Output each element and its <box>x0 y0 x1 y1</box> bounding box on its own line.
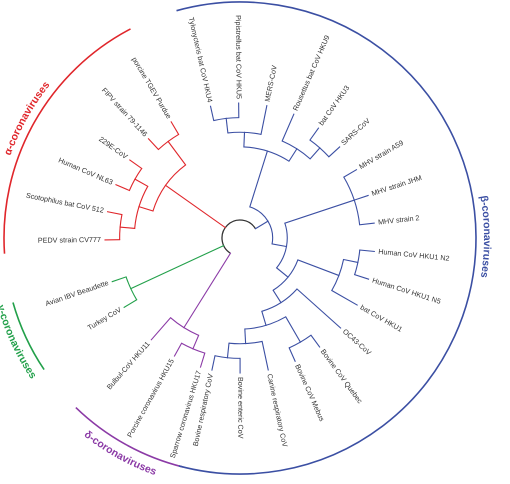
leaf-branch <box>309 127 320 141</box>
leaf-branch <box>353 274 370 280</box>
internal-branch <box>192 334 200 350</box>
leaf-branch <box>129 159 143 170</box>
leaf-branch <box>199 352 206 368</box>
internal-branch <box>284 199 355 224</box>
gamma-group-arc <box>12 302 45 371</box>
alpha-group-arc <box>3 28 131 254</box>
leaf-branch <box>281 113 295 142</box>
internal-branch <box>164 184 227 229</box>
delta-group-arc <box>75 406 184 468</box>
clade-arc <box>244 316 287 330</box>
clade-arc <box>272 259 299 291</box>
internal-branch <box>130 244 225 290</box>
leaf-branch <box>261 340 269 371</box>
leaf-branch <box>343 168 358 178</box>
leaf-branch <box>173 342 183 357</box>
internal-branch <box>288 148 298 162</box>
internal-branch <box>275 267 289 278</box>
clade-arc <box>134 186 149 229</box>
internal-branch <box>297 259 340 277</box>
leaf-branch <box>260 105 268 136</box>
leaf-branch <box>150 316 172 341</box>
clade-arc <box>276 222 288 269</box>
leaf-branch <box>170 121 180 136</box>
beta-group-label: β-coronaviruses <box>477 195 493 279</box>
beta-group-arc <box>176 1 477 475</box>
internal-branch <box>134 178 149 188</box>
internal-branch <box>225 117 229 134</box>
clade-arc <box>152 164 186 212</box>
internal-branch <box>284 316 302 343</box>
taxon-label: Bovine enteric CoV <box>236 377 245 439</box>
leaf-branch <box>296 288 342 329</box>
tree-branches <box>104 102 375 374</box>
leaf-branch <box>359 249 375 253</box>
group-arcs <box>3 1 477 475</box>
taxon-label: PEDV strain CV777 <box>38 235 101 245</box>
internal-branch <box>226 342 230 359</box>
internal-branch <box>254 220 269 230</box>
root-arc <box>221 219 256 254</box>
internal-branch <box>183 252 232 329</box>
leaf-branch <box>288 347 296 362</box>
leaf-branch <box>310 334 321 348</box>
internal-branch <box>272 289 282 304</box>
leaf-branch <box>147 137 160 151</box>
internal-branch <box>271 243 288 248</box>
leaf-branch <box>115 183 131 192</box>
internal-branch <box>138 205 154 212</box>
leaf-branch <box>353 194 369 201</box>
internal-branch <box>244 328 247 345</box>
leaf-branch <box>328 146 341 158</box>
leaf-branch <box>331 289 358 306</box>
internal-branch <box>167 140 187 166</box>
leaf-branch <box>111 276 127 283</box>
internal-branch <box>243 131 246 148</box>
taxon-label: Pipistrellus bat CoV HKU5 <box>234 15 244 99</box>
internal-branch <box>119 226 136 230</box>
clade-arc <box>249 206 274 244</box>
leaf-branch <box>211 355 216 371</box>
leaf-branch <box>359 222 375 226</box>
internal-branch <box>249 150 269 208</box>
clade-arc <box>243 146 290 162</box>
internal-branch <box>261 310 267 327</box>
internal-branch <box>309 147 321 160</box>
leaf-branch <box>209 105 215 122</box>
clade-arc <box>261 288 298 312</box>
internal-branch <box>342 258 359 264</box>
leaf-branch <box>123 299 138 309</box>
leaf-branch <box>106 211 123 216</box>
